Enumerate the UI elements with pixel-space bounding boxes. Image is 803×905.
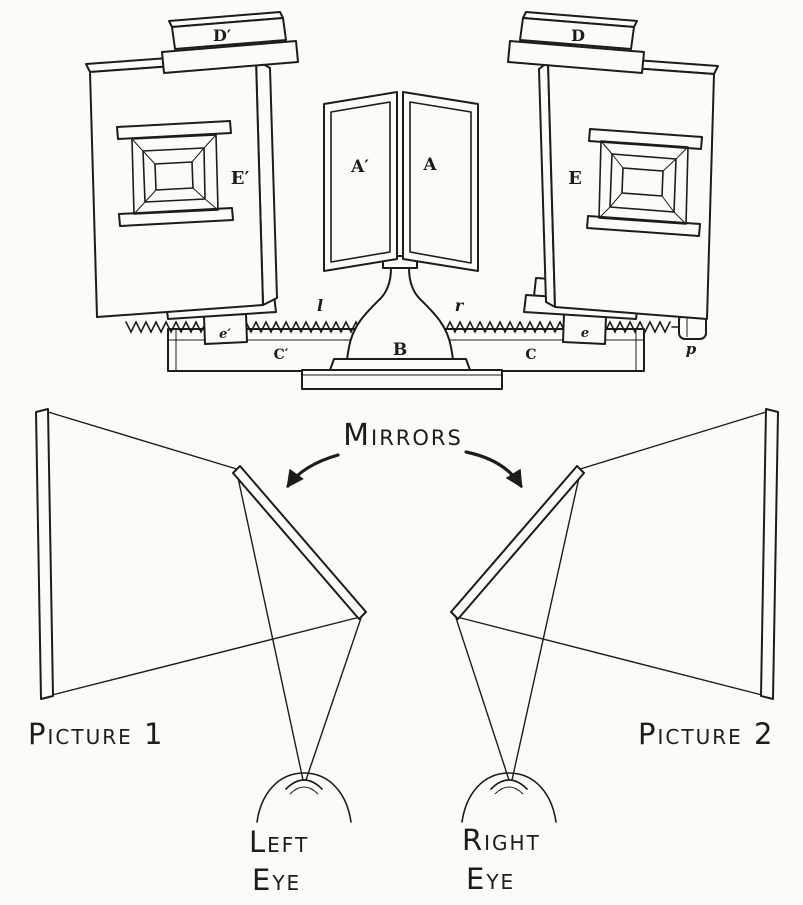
label-right-eye-line1: Right	[462, 823, 541, 857]
mirror-right-plane	[450, 465, 585, 620]
label-mirror-right: A	[422, 155, 437, 175]
picture-2-plane	[760, 408, 779, 700]
right-panel	[538, 53, 719, 320]
mirror-left-plane	[232, 465, 367, 620]
label-nut-right: e	[581, 326, 589, 341]
label-right-eye-line2: Eye	[466, 862, 515, 896]
stand-pedestal	[301, 255, 503, 390]
label-panel-left: E′	[231, 168, 250, 189]
label-left-eye-line2: Eye	[252, 863, 301, 897]
label-carriage-right: C	[525, 347, 536, 363]
mirrors-arrow-right-icon	[464, 450, 523, 489]
screw-rod-right	[429, 320, 671, 334]
label-carriage-left: C′	[274, 347, 289, 363]
apparatus-illustration: D′ D E′ E A′ A l r B C′ C e′ e p	[85, 11, 719, 390]
label-slide-left: D′	[213, 26, 231, 45]
label-picture-2: Picture 2	[638, 717, 774, 751]
picture-1-plane	[35, 408, 54, 700]
label-panel-right: E	[568, 168, 582, 189]
mirror-pair	[323, 91, 479, 272]
label-slide-right: D	[571, 26, 585, 45]
label-left-eye-line1: Left	[249, 825, 309, 859]
right-eye-drawing	[461, 772, 557, 823]
label-rod-right: r	[455, 296, 465, 315]
slide-right-bar	[507, 11, 645, 74]
left-panel	[85, 51, 278, 318]
ray-schematic: Mirrors Picture 1 Picture 2 Left Eye Rig…	[28, 408, 779, 897]
sight-rays	[47, 411, 767, 781]
label-picture-1: Picture 1	[28, 717, 164, 751]
label-rod-left: l	[317, 296, 323, 315]
slide-left-bar	[161, 11, 299, 74]
label-mirror-left: A′	[350, 157, 369, 177]
label-mirrors: Mirrors	[343, 418, 463, 453]
left-eye-drawing	[256, 772, 352, 823]
mirrors-arrow-left-icon	[286, 453, 340, 489]
label-knob: p	[686, 340, 697, 358]
label-stand: B	[393, 340, 407, 360]
label-nut-left: e′	[219, 327, 231, 342]
